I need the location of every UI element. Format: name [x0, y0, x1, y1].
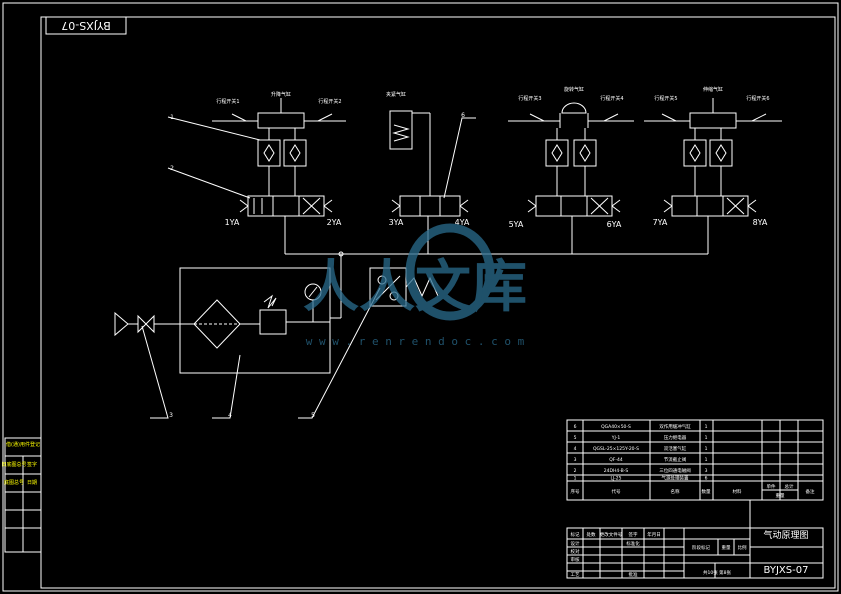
- tb-stage: 阶段标记: [692, 544, 710, 551]
- cylinder-label-1: 升降气缸: [271, 91, 291, 98]
- bom-header-unit: 单件: [767, 483, 776, 490]
- solenoid-8ya: 8YA: [753, 218, 768, 227]
- tb-weight: 重量: [722, 544, 731, 551]
- cylinder-label-4: 伸缩气缸: [703, 86, 723, 93]
- callout-5: 5: [311, 412, 315, 419]
- tb-count: 处数: [587, 531, 596, 538]
- tb-mark: 标记: [571, 531, 580, 538]
- bom-name-2: 三位四通电磁阀: [659, 467, 691, 474]
- travel-switch-label-4: 行程开关4: [600, 95, 623, 102]
- bom-no-4: 4: [574, 446, 577, 452]
- bom-qty-6: 1: [705, 424, 708, 430]
- bom-qty-1: 6: [705, 476, 708, 482]
- drawing-code: BYJXS-07: [764, 565, 809, 576]
- tb-std: 标准化: [626, 540, 640, 547]
- tb-design: 设计: [571, 540, 580, 547]
- bom-header-note: 备注: [806, 488, 815, 495]
- callout-6: 6: [461, 112, 465, 119]
- left-strip-label-4: 日期: [27, 480, 37, 486]
- actuator-unit-3: 旋转气缸: [527, 86, 621, 254]
- solenoid-4ya: 4YA: [455, 218, 470, 227]
- bom-code-3: QF-44: [609, 457, 623, 463]
- bom-no-2: 2: [574, 468, 577, 474]
- solenoid-labels: 1YA 2YA 3YA 4YA 5YA 6YA 7YA 8YA: [225, 218, 768, 229]
- cylinder-label-2: 夹紧气缸: [386, 91, 406, 98]
- callout-2: 2: [170, 165, 174, 172]
- bom-no-5: 5: [574, 435, 577, 441]
- solenoid-6ya: 6YA: [607, 220, 622, 229]
- watermark: 人人文库 w w w . r e n r e n d o c . c o m: [303, 223, 527, 348]
- bom-header-no: 序号: [571, 488, 580, 495]
- bom-qty-2: 3: [705, 468, 708, 474]
- travel-switch-label-3: 行程开关3: [518, 95, 541, 102]
- bom-name-5: 压力继电器: [664, 434, 687, 441]
- top-drawing-code: BYJXS-07: [61, 19, 110, 32]
- bom-header-total: 总计: [785, 483, 794, 490]
- bom-no-3: 3: [574, 457, 577, 463]
- tb-sign: 签字: [629, 531, 638, 538]
- bom-qty-3: 1: [705, 457, 708, 463]
- bom-table: 6 QGA40×50-S 双作用缓冲气缸 1 5 YJ-1 压力继电器 1 4 …: [566, 419, 824, 501]
- top-code-box: [45, 16, 127, 35]
- cylinder-label-3: 旋转气缸: [564, 86, 584, 93]
- bom-code-2: 24DH4-B-S: [604, 468, 629, 474]
- bom-name-6: 双作用缓冲气缸: [659, 423, 691, 430]
- bom-name-3: 节流截止阀: [664, 456, 687, 463]
- actuator-unit-2: 夹紧气缸: [386, 91, 469, 254]
- bom-qty-5: 1: [705, 435, 708, 441]
- tb-approve: 批准: [629, 571, 638, 578]
- tb-date: 年月日: [647, 531, 661, 538]
- left-strip-label-0: 借(通)用件登记: [6, 441, 40, 448]
- tb-sheets: 共10张 第8张: [703, 569, 732, 576]
- tb-craft: 工艺: [571, 572, 580, 578]
- bom-code-5: YJ-1: [611, 435, 621, 441]
- bom-name-4: 双活塞气缸: [664, 445, 687, 452]
- air-source-unit: [114, 267, 341, 374]
- bom-no-6: 6: [574, 424, 577, 430]
- solenoid-7ya: 7YA: [653, 218, 668, 227]
- tb-review: 审核: [571, 556, 580, 563]
- actuator-unit-1: 升降气缸: [239, 91, 333, 254]
- actuator-unit-4: 伸缩气缸: [663, 86, 757, 254]
- bom-header-name: 名称: [671, 488, 680, 495]
- left-strip: 借(通)用件登记 旧底图总号 底图总号 签字 日期: [1, 437, 42, 553]
- callout-4: 4: [228, 412, 232, 419]
- travel-switch-label-5: 行程开关5: [654, 95, 677, 102]
- tb-scale: 比例: [738, 544, 747, 551]
- travel-switch-label-2: 行程开关2: [318, 98, 341, 105]
- bom-header-weight: 重量: [776, 492, 785, 499]
- bom-no-1: 1: [574, 476, 577, 482]
- leaders: 1 2 3 4 5 6: [141, 112, 476, 419]
- solenoid-2ya: 2YA: [327, 218, 342, 227]
- left-strip-label-3: 签字: [27, 461, 37, 468]
- left-strip-label-1: 旧底图总号: [1, 461, 26, 468]
- travel-switch-label-6: 行程开关6: [746, 95, 769, 102]
- left-strip-label-2: 底图总号: [4, 479, 24, 486]
- inner-border: [40, 16, 836, 589]
- tb-check: 校对: [571, 548, 580, 555]
- drawing-title: 气动原理图: [763, 529, 808, 541]
- callout-1: 1: [170, 114, 174, 121]
- watermark-text: 人人文库: [303, 255, 527, 320]
- bom-header-material: 材料: [733, 488, 742, 495]
- bom-code-6: QGA40×50-S: [601, 424, 631, 430]
- bom-name-1: 气源处理装置: [662, 475, 689, 482]
- bom-code-1: LJ-25: [610, 476, 621, 482]
- solenoid-5ya: 5YA: [509, 220, 524, 229]
- travel-switch-label-1: 行程开关1: [216, 98, 239, 105]
- callout-3: 3: [169, 412, 173, 419]
- travel-switches: 行程开关1 行程开关2 行程开关3 行程开关4 行程开关5 行程开关6: [212, 95, 782, 122]
- solenoid-3ya: 3YA: [389, 218, 404, 227]
- solenoid-1ya: 1YA: [225, 218, 240, 227]
- title-block: 标记 处数 更改文件号 签字 年月日 设计 标准化 校对 审核 工艺 批准 阶段…: [566, 500, 824, 579]
- bom-header-code: 代号: [612, 488, 621, 495]
- bom-header-qty: 数量: [702, 488, 711, 495]
- bom-qty-4: 1: [705, 446, 708, 452]
- watermark-url: w w w . r e n r e n d o c . c o m: [306, 335, 525, 348]
- tb-file: 更改文件号: [600, 531, 623, 538]
- bom-code-4: QGSL-25×125Y-20-S: [593, 446, 639, 452]
